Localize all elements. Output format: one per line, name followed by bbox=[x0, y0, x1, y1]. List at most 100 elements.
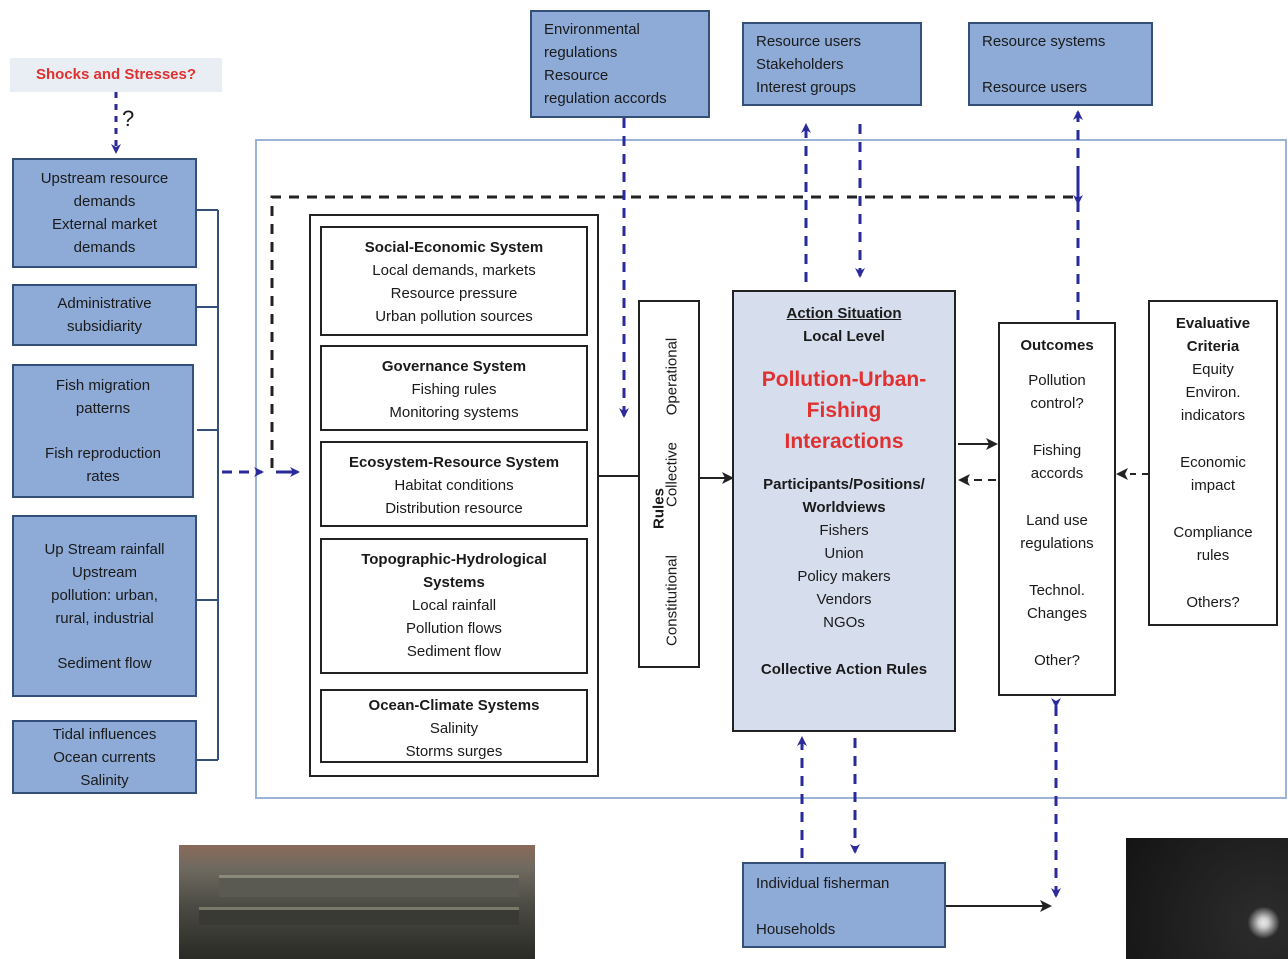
system-title: Topographic-Hydrological Systems bbox=[361, 551, 547, 591]
outcome-item-line: Fishing bbox=[1032, 442, 1082, 459]
system-line: Sediment flow bbox=[406, 643, 502, 660]
urban-drain-photo bbox=[179, 845, 535, 959]
photo-structure bbox=[219, 875, 519, 897]
action-level: Local Level bbox=[803, 328, 885, 345]
rules-level-text: Constitutional bbox=[663, 555, 681, 646]
top-box-line: Resource users bbox=[982, 79, 1088, 96]
top-box-environmental-regulations: Environmental regulations Resource regul… bbox=[530, 10, 710, 118]
left-bracket bbox=[197, 209, 219, 761]
left-box-line: Tidal influences bbox=[52, 725, 157, 743]
participant-item: Vendors bbox=[816, 591, 872, 608]
system-line: Fishing rules bbox=[411, 381, 497, 398]
action-focus-line: Pollution-Urban- bbox=[761, 368, 927, 391]
system-title: Governance System bbox=[381, 358, 527, 375]
participants-title-line: Participants/Positions/ bbox=[763, 476, 925, 493]
left-box-line: rural, industrial bbox=[55, 609, 154, 627]
shocks-label: Shocks and Stresses? bbox=[35, 66, 197, 83]
left-box-line: Administrative bbox=[57, 295, 152, 312]
system-line: Habitat conditions bbox=[394, 477, 514, 494]
left-box-line bbox=[14, 420, 192, 442]
left-box-tidal: Tidal influences Ocean currents Salinity bbox=[12, 720, 197, 794]
top-box-line: Environmental bbox=[544, 21, 640, 38]
bottom-box-households: Individual fisherman Households bbox=[742, 862, 946, 948]
outcomes-title: Outcomes bbox=[1020, 337, 1094, 354]
outcome-item-line: accords bbox=[1030, 465, 1084, 482]
photo-structure bbox=[199, 907, 519, 925]
top-box-resource-users: Resource users Stakeholders Interest gro… bbox=[742, 22, 922, 106]
action-footer: Collective Action Rules bbox=[760, 661, 928, 678]
system-line: Pollution flows bbox=[406, 620, 502, 637]
bottom-box-line: Individual fisherman bbox=[756, 875, 890, 892]
evaluative-item-line: Others? bbox=[1186, 594, 1240, 611]
fish-photo bbox=[1126, 838, 1288, 959]
system-line: Distribution resource bbox=[385, 500, 523, 517]
system-governance: Governance System Fishing rules Monitori… bbox=[320, 345, 588, 431]
left-box-line: Fish migration bbox=[55, 377, 151, 394]
system-line: Urban pollution sources bbox=[375, 308, 533, 325]
outcome-item-line: Land use bbox=[1026, 512, 1088, 529]
system-social-economic: Social-Economic System Local demands, ma… bbox=[320, 226, 588, 336]
system-title: Ocean-Climate Systems bbox=[368, 697, 540, 714]
rules-level-text: Operational bbox=[663, 337, 681, 416]
evaluative-item-line: impact bbox=[1190, 477, 1236, 494]
system-title: Social-Economic System bbox=[364, 239, 544, 256]
feedback-dashed-line bbox=[270, 195, 1078, 468]
evaluative-item-line: Environ. bbox=[1185, 384, 1241, 401]
top-box-line bbox=[982, 53, 1139, 76]
participant-item: NGOs bbox=[823, 614, 865, 631]
left-box-line: pollution: urban, bbox=[51, 586, 158, 604]
system-line: Local demands, markets bbox=[372, 262, 536, 279]
left-box-line: Ocean currents bbox=[53, 748, 156, 766]
participant-item: Policy makers bbox=[797, 568, 891, 585]
evaluative-item-line: indicators bbox=[1180, 407, 1246, 424]
evaluative-item-line: Compliance bbox=[1173, 524, 1253, 541]
left-box-line: demands bbox=[73, 193, 136, 210]
participant-item: Fishers bbox=[819, 522, 869, 539]
participants-title-line: Worldviews bbox=[802, 499, 886, 516]
outcomes-box: Outcomes Pollution control? Fishing acco… bbox=[998, 322, 1116, 696]
evaluative-item-line: Economic bbox=[1180, 454, 1246, 471]
top-box-line: Resource bbox=[544, 67, 609, 84]
top-box-resource-systems: Resource systems Resource users bbox=[968, 22, 1153, 106]
bottom-box-line bbox=[756, 895, 932, 918]
rules-box: Rules Constitutional Collective Operatio… bbox=[638, 300, 700, 668]
top-box-line: Interest groups bbox=[756, 79, 857, 96]
left-box-line: subsidiarity bbox=[66, 318, 143, 335]
system-ecosystem-resource: Ecosystem-Resource System Habitat condit… bbox=[320, 441, 588, 527]
top-box-line: regulations bbox=[544, 44, 618, 61]
system-topographic-hydrological: Topographic-Hydrological Systems Local r… bbox=[320, 538, 588, 674]
left-box-line: External market bbox=[51, 216, 158, 233]
left-box-line: rates bbox=[86, 468, 120, 485]
left-box-administrative: Administrative subsidiarity bbox=[12, 284, 197, 346]
outcome-item-line: Changes bbox=[1026, 605, 1088, 622]
participant-item: Union bbox=[824, 545, 864, 562]
shocks-question-mark: ? bbox=[122, 106, 135, 131]
left-box-upstream-demands: Upstream resource demands External marke… bbox=[12, 158, 197, 268]
shocks-label-box: Shocks and Stresses? bbox=[10, 58, 222, 92]
evaluative-item-line: rules bbox=[1196, 547, 1230, 564]
system-line: Monitoring systems bbox=[389, 404, 519, 421]
left-box-line: Up Stream rainfall bbox=[44, 540, 165, 558]
outcome-item-line: Other? bbox=[1034, 652, 1080, 669]
top-box-line: regulation accords bbox=[544, 90, 667, 107]
left-box-line bbox=[14, 630, 195, 652]
left-box-line: Upstream resource bbox=[40, 170, 169, 187]
evaluative-criteria-box: Evaluative Criteria Equity Environ. indi… bbox=[1148, 300, 1278, 626]
evaluative-item-line: Equity bbox=[1192, 361, 1234, 378]
top-box-line: Resource users bbox=[756, 33, 862, 50]
left-box-line: Fish reproduction bbox=[45, 445, 161, 462]
outcome-item-line: regulations bbox=[1020, 535, 1094, 552]
bottom-box-line: Households bbox=[756, 921, 836, 938]
system-line: Storms surges bbox=[405, 743, 503, 760]
action-title: Action Situation bbox=[786, 305, 902, 322]
action-situation-box: Action Situation Local Level Pollution-U… bbox=[732, 290, 956, 732]
left-box-line: Upstream bbox=[71, 563, 138, 581]
left-box-line: Sediment flow bbox=[57, 654, 152, 672]
system-line: Salinity bbox=[429, 720, 479, 737]
left-box-line: demands bbox=[73, 239, 136, 256]
rules-level-text: Collective bbox=[663, 441, 681, 508]
left-box-fish-migration: Fish migration patterns Fish reproductio… bbox=[12, 364, 194, 498]
left-box-line: patterns bbox=[75, 400, 131, 417]
system-ocean-climate: Ocean-Climate Systems Salinity Storms su… bbox=[320, 689, 588, 763]
system-title: Ecosystem-Resource System bbox=[348, 454, 560, 471]
